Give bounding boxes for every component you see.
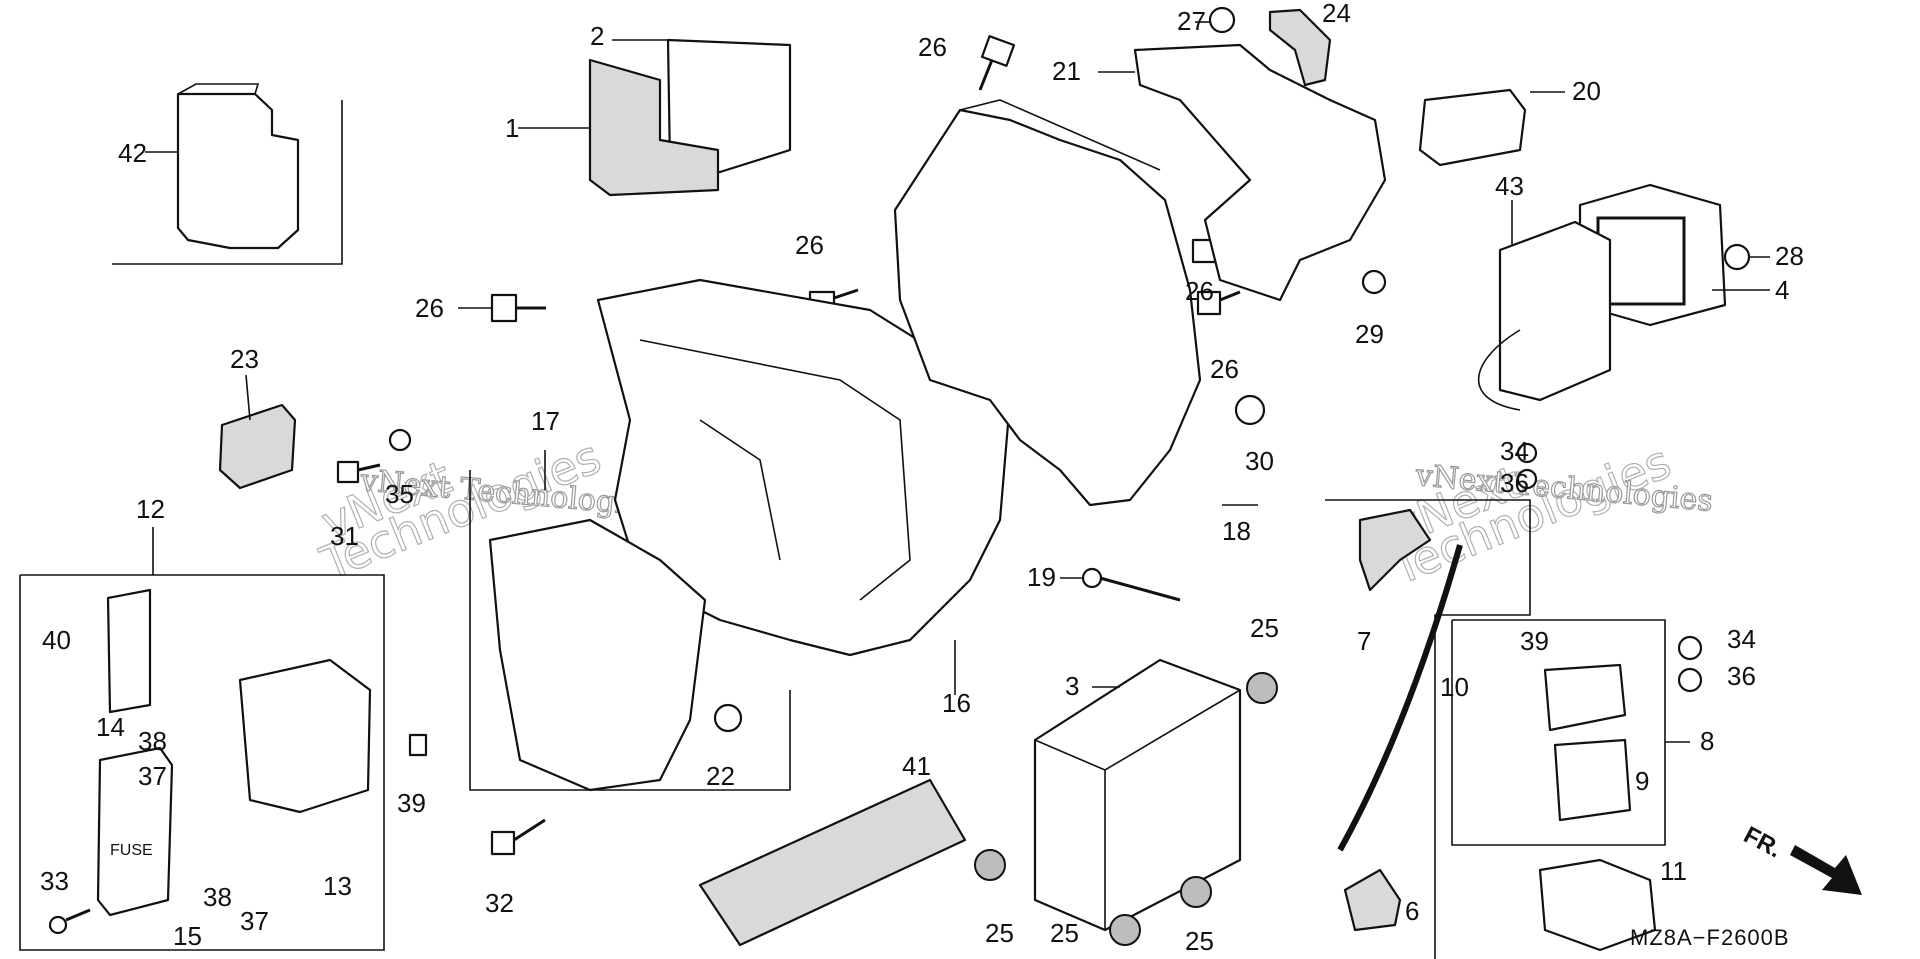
part-label: 28 (1775, 241, 1804, 271)
part-label: 26 (1210, 354, 1239, 384)
part-12-fuse-group: FUSE (19, 527, 385, 951)
part-28-nut (1723, 243, 1751, 271)
part-label: 39 (1520, 626, 1549, 656)
part-label: 16 (942, 688, 971, 718)
part-label: 29 (1355, 319, 1384, 349)
part-label: 26 (415, 293, 444, 323)
part-label: 40 (42, 625, 71, 655)
part-16-battery-box (596, 278, 1012, 695)
part-label: 42 (118, 138, 147, 168)
part-label: 25 (1250, 613, 1279, 643)
part-label: 25 (1185, 926, 1214, 956)
part-27-24-21-20 (1098, 6, 1565, 302)
part-label: 21 (1052, 56, 1081, 86)
part-label: 13 (323, 871, 352, 901)
part-label: 3 (1065, 671, 1079, 701)
part-label: 38 (138, 726, 167, 756)
part-label: 4 (1775, 275, 1789, 305)
part-1-2-group (518, 38, 792, 197)
part-41-mat (698, 778, 967, 947)
front-label: FR. (1739, 821, 1786, 863)
part-label: 17 (531, 406, 560, 436)
part-label: 26 (918, 32, 947, 62)
part-labels: 1 2 3 4 6 7 8 9 10 11 12 13 14 15 16 17 … (40, 0, 1804, 956)
part-label: 41 (902, 751, 931, 781)
part-label: 19 (1027, 562, 1056, 592)
part-39-connector (408, 733, 428, 757)
part-label: 32 (485, 888, 514, 918)
part-label: 25 (985, 918, 1014, 948)
part-label: 34 (1727, 624, 1756, 654)
diagram-code: MZ8A−F2600B (1630, 925, 1790, 950)
part-label: 6 (1405, 896, 1419, 926)
part-label: 27 (1177, 6, 1206, 36)
part-label: 23 (230, 344, 259, 374)
part-label: 25 (1050, 918, 1079, 948)
part-label: 38 (203, 882, 232, 912)
part-label: 2 (590, 21, 604, 51)
part-label: 11 (1660, 856, 1687, 886)
part-label: 14 (96, 712, 125, 742)
part-label: 34 (1500, 436, 1529, 466)
part-3-battery (1033, 658, 1242, 932)
front-arrow-icon: FR. (1739, 821, 1862, 895)
part-34-36-nuts (1516, 442, 1703, 693)
part-label: 30 (1245, 446, 1274, 476)
part-29-clip (1361, 269, 1387, 295)
part-label: 22 (706, 761, 735, 791)
part-label: 10 (1440, 672, 1469, 702)
part-19-18-30 (1060, 394, 1266, 602)
part-label: 36 (1727, 661, 1756, 691)
part-label: 31 (330, 521, 359, 551)
part-label: 39 (397, 788, 426, 818)
part-17-bracket (469, 450, 791, 792)
part-label: 15 (173, 921, 202, 951)
part-label: 33 (40, 866, 69, 896)
part-label: 26 (795, 230, 824, 260)
part-11-holder (1538, 858, 1657, 952)
part-label: 26 (1185, 276, 1214, 306)
part-7-6-cables (1325, 499, 1531, 959)
watermark-right: vNext Technologies vNext Technologies (1382, 434, 1714, 596)
part-label: 35 (385, 479, 414, 509)
part-23-clip (218, 374, 297, 490)
part-25-grommets (974, 672, 1278, 946)
part-label: 43 (1495, 171, 1524, 201)
part-label: 37 (138, 761, 167, 791)
part-label: 12 (136, 494, 165, 524)
upper-tray (893, 99, 1202, 507)
part-label: 9 (1635, 766, 1649, 796)
part-label: 37 (240, 906, 269, 936)
part-label: 24 (1322, 0, 1351, 28)
part-4-regulator (1477, 183, 1770, 411)
part-label: 1 (505, 113, 519, 143)
part-label: 7 (1357, 626, 1371, 656)
fuse-cover-label: FUSE (110, 842, 153, 859)
bolts-31-32-33 (48, 428, 546, 935)
part-label: 18 (1222, 516, 1251, 546)
part-42-box (112, 83, 343, 265)
part-22-grommet (713, 703, 743, 733)
part-label: 8 (1700, 726, 1714, 756)
part-label: 20 (1572, 76, 1601, 106)
part-8-relay-group (1451, 619, 1690, 846)
part-label: 36 (1500, 468, 1529, 498)
